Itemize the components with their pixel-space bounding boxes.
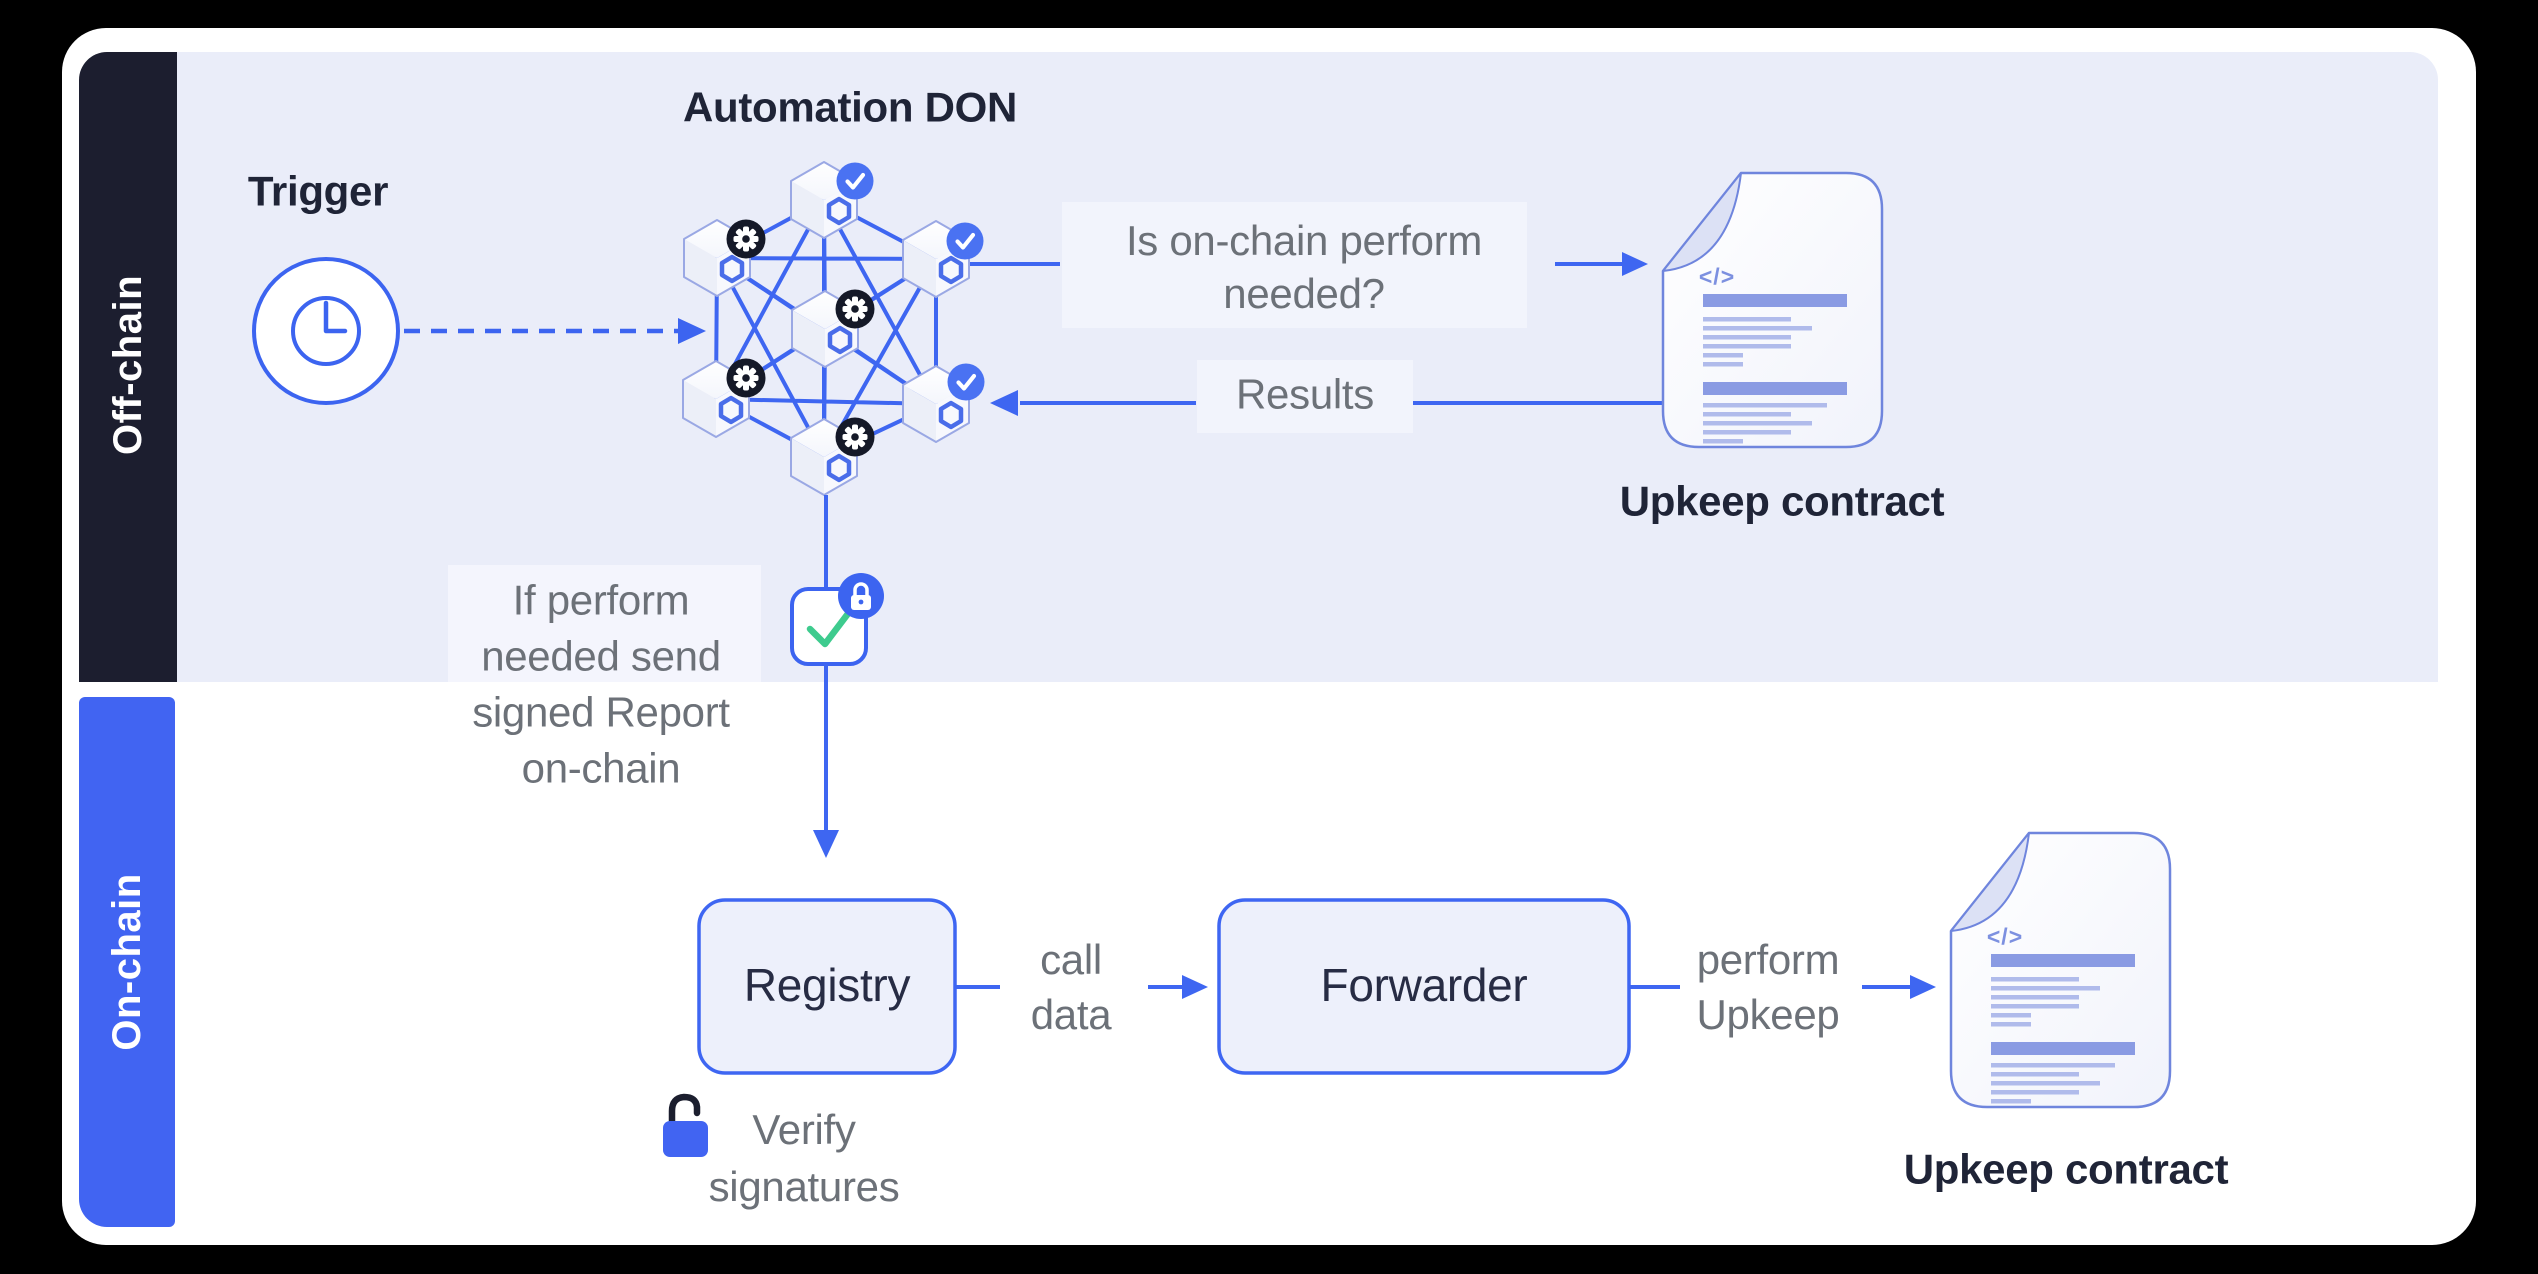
trigger-arrow — [404, 318, 706, 344]
gear-icon — [726, 219, 766, 259]
check-badge-icon — [948, 364, 985, 401]
upkeep-contract-document-icon — [1661, 171, 1884, 449]
gear-icon — [835, 417, 875, 457]
automation-don-title: Automation DON — [682, 83, 1018, 131]
check-badge-icon — [837, 163, 874, 200]
report-note-highlight — [448, 565, 761, 682]
registry-label: Registry — [743, 959, 911, 1012]
perform-upkeep-label: perform Upkeep — [1696, 935, 1840, 1038]
checkmark-icon — [806, 607, 854, 648]
question-arrow — [1555, 252, 1648, 276]
lock-badge-icon — [838, 573, 884, 619]
gear-icon — [835, 289, 875, 329]
code-icon: </> — [1986, 923, 2024, 950]
upkeep-contract-label-top: Upkeep contract — [1619, 477, 1945, 525]
report-to-registry-arrow — [813, 664, 839, 858]
results-label: Results — [1236, 370, 1374, 418]
results-arrow — [990, 390, 1662, 416]
verify-signatures-note: Verify signatures — [708, 1105, 900, 1210]
onchain-section-label: On-chain — [104, 873, 149, 1051]
code-icon: </> — [1698, 263, 1736, 290]
report-note: If perform needed send signed Report on-… — [472, 576, 730, 791]
call-data-arrow — [955, 975, 1208, 999]
gear-icon — [726, 358, 766, 398]
perform-upkeep-arrow — [1629, 975, 1936, 999]
forwarder-label: Forwarder — [1320, 959, 1528, 1012]
call-data-label: call data — [1030, 935, 1112, 1038]
question-text: Is on-chain perform needed? — [1125, 217, 1483, 317]
results-highlight — [1197, 360, 1413, 433]
clock-icon — [252, 257, 400, 405]
upkeep-contract-label-bottom: Upkeep contract — [1903, 1145, 2229, 1193]
open-padlock-icon — [663, 1093, 708, 1157]
check-badge-icon — [947, 223, 984, 260]
trigger-label: Trigger — [247, 167, 389, 215]
question-highlight — [1062, 202, 1527, 328]
onchain-sidebar — [79, 697, 175, 1227]
upkeep-contract-document-icon — [1949, 831, 2172, 1109]
offchain-sidebar — [79, 52, 177, 682]
signed-report-icon — [790, 573, 884, 666]
offchain-section-label: Off-chain — [105, 274, 150, 456]
